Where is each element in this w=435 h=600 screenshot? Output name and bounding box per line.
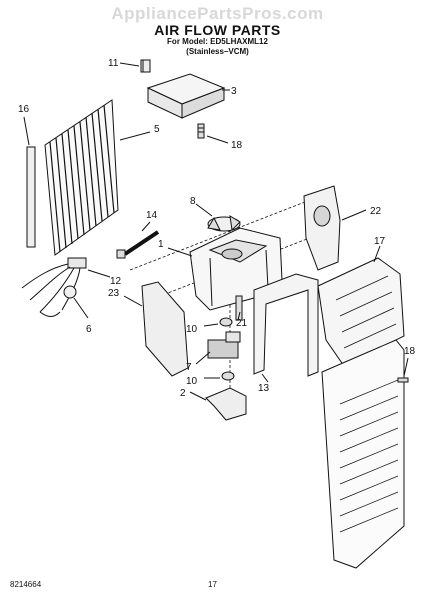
part-17-cover bbox=[317, 245, 405, 367]
part-18-rear-panel bbox=[321, 339, 409, 569]
callout-5: 5 bbox=[154, 124, 160, 135]
page-title: AIR FLOW PARTS bbox=[154, 22, 281, 38]
part-13-gasket bbox=[253, 273, 319, 383]
watermark: AppliancePartsPros.com bbox=[111, 4, 324, 23]
callout-23: 23 bbox=[108, 288, 120, 299]
callout-3: 3 bbox=[231, 86, 237, 97]
model-subtitle: For Model: ED5LHAXML12 bbox=[167, 37, 268, 46]
callout-18-right: 18 bbox=[404, 346, 416, 357]
part-21-shaft bbox=[235, 295, 243, 321]
part-23-side-duct bbox=[123, 281, 189, 377]
callout-17: 17 bbox=[374, 236, 386, 247]
callout-7: 7 bbox=[186, 362, 192, 373]
callout-22: 22 bbox=[370, 206, 382, 217]
callout-1: 1 bbox=[158, 239, 164, 250]
part-8-fan-blade bbox=[195, 203, 241, 232]
part-14-rod bbox=[116, 221, 160, 259]
callout-10-upper: 10 bbox=[186, 324, 198, 335]
part-3-duct-bracket bbox=[146, 73, 230, 119]
part-16-strip bbox=[23, 116, 36, 248]
part-22-duct bbox=[303, 185, 367, 271]
callout-12: 12 bbox=[110, 276, 122, 287]
part-11-clip bbox=[119, 59, 151, 73]
part-7-motor bbox=[195, 331, 241, 365]
callout-8: 8 bbox=[190, 196, 196, 207]
callout-10-lower: 10 bbox=[186, 376, 198, 387]
part-5-grille bbox=[44, 99, 151, 256]
footer-code: 8214664 bbox=[10, 580, 42, 589]
callout-6: 6 bbox=[86, 324, 92, 335]
part-10-grommets bbox=[203, 317, 235, 381]
part-18-screw-top bbox=[197, 123, 229, 144]
callout-11: 11 bbox=[108, 58, 119, 69]
part-12-6-wire-harness bbox=[21, 257, 111, 319]
page-number: 17 bbox=[208, 580, 217, 589]
callout-14: 14 bbox=[146, 210, 158, 221]
model-variant: (Stainless–VCM) bbox=[186, 47, 249, 56]
callout-16: 16 bbox=[18, 104, 30, 115]
callout-labels: 11 3 16 5 18 8 14 22 1 17 12 23 21 6 10 … bbox=[18, 58, 416, 399]
callout-21: 21 bbox=[236, 318, 248, 329]
callout-13: 13 bbox=[258, 383, 270, 394]
part-2-bracket bbox=[189, 387, 247, 421]
callout-2: 2 bbox=[180, 388, 186, 399]
callout-18-top: 18 bbox=[231, 140, 243, 151]
